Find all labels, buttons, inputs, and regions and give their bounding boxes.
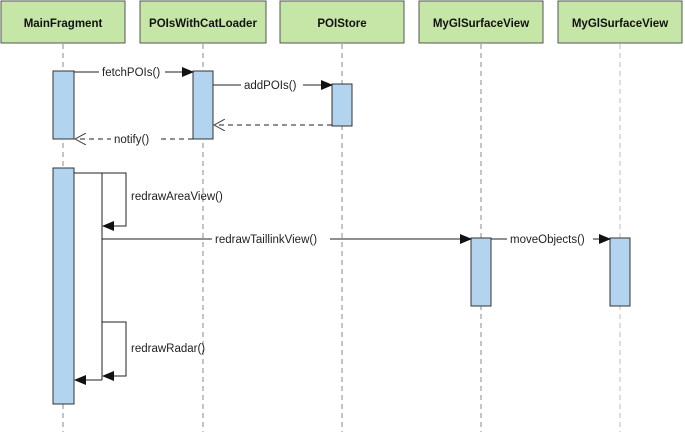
message-notify: notify() [75,131,193,146]
participant-label: MyGlSurfaceView [433,18,529,30]
activation-mainfragment-2 [52,167,75,405]
activation-myglsurfaceview-2 [609,237,631,307]
message-redrawtaillinkview: redrawTaillinkView() [102,231,472,246]
participant-label: POIStore [317,18,366,30]
activation-poiswithcatloader [192,70,214,140]
participant-label: MainFragment [24,18,103,30]
activation-myglsurfaceview-1 [470,237,492,307]
message-fetchpois: fetchPOIs() [74,64,194,79]
message-redrawareaview: redrawAreaView() [74,172,223,380]
message-label: notify() [114,134,149,146]
participant-poiswithcatloader: POIsWithCatLoader [139,0,267,44]
message-label: redrawTaillinkView() [215,234,317,246]
message-label: redrawRadar() [131,343,205,355]
participant-label: MyGlSurfaceView [572,18,668,30]
message-redrawradar: redrawRadar() [102,321,205,381]
message-label: addPOIs() [244,80,297,92]
participant-label: POIsWithCatLoader [149,18,257,30]
activation-mainfragment-1 [52,70,75,140]
message-moveobjects: moveObjects() [491,231,611,246]
message-addpois: addPOIs() [213,77,333,92]
message-label: moveObjects() [510,234,585,246]
activation-poistore [331,83,353,127]
participant-myglsurfaceview-2: MyGlSurfaceView [557,0,683,44]
message-label: fetchPOIs() [102,67,160,79]
message-label: redrawAreaView() [131,191,223,203]
participant-mainfragment: MainFragment [0,0,126,44]
participant-myglsurfaceview-1: MyGlSurfaceView [418,0,544,44]
participant-poistore: POIStore [279,0,405,44]
